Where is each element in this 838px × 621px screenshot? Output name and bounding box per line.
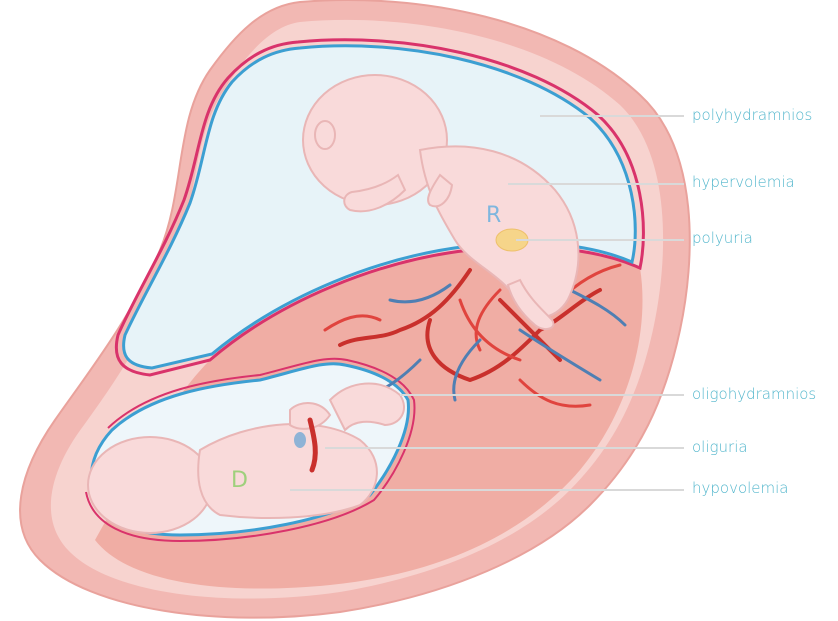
label-polyhydramnios: polyhydramnios xyxy=(692,106,812,124)
label-polyuria: polyuria xyxy=(692,229,753,247)
donor-bladder xyxy=(294,432,306,448)
label-oligohydramnios: oligohydramnios xyxy=(692,385,816,403)
label-hypovolemia: hypovolemia xyxy=(692,479,789,497)
recipient-letter: R xyxy=(486,203,501,228)
donor-letter: D xyxy=(231,468,248,493)
label-oliguria: oliguria xyxy=(692,438,748,456)
label-hypervolemia: hypervolemia xyxy=(692,173,795,191)
